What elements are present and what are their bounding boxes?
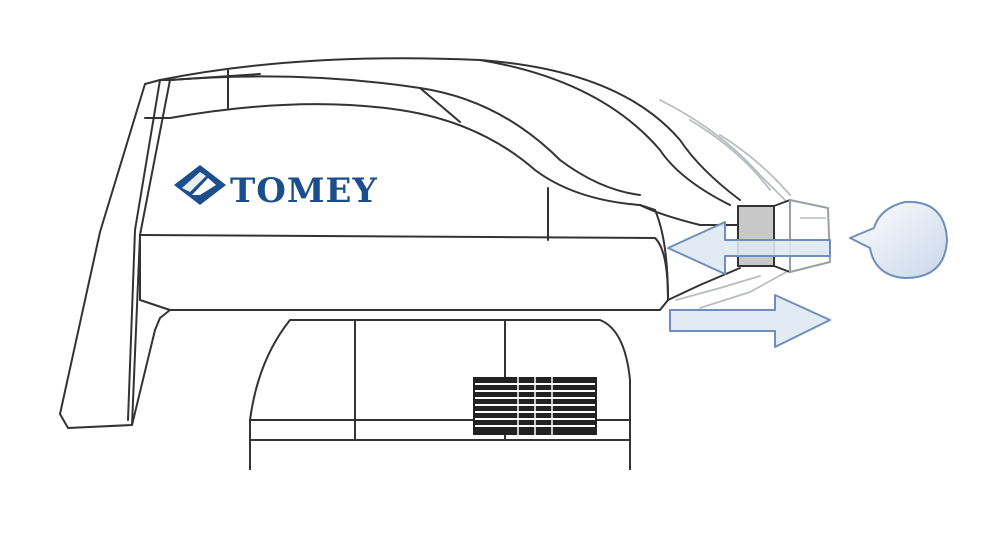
tomey-diamond-logo-icon	[174, 165, 226, 205]
device-body	[59, 57, 741, 429]
nozzle-ghost-lines	[659, 99, 791, 309]
brand-name: TOMEY	[230, 171, 378, 211]
arrow-right	[669, 294, 831, 348]
vent-grille	[473, 377, 597, 435]
tomey-logo: TOMEY	[174, 165, 378, 211]
arrow-left	[667, 221, 831, 275]
eye-bubble-icon	[849, 200, 948, 279]
air-puff-nozzle	[737, 199, 831, 273]
